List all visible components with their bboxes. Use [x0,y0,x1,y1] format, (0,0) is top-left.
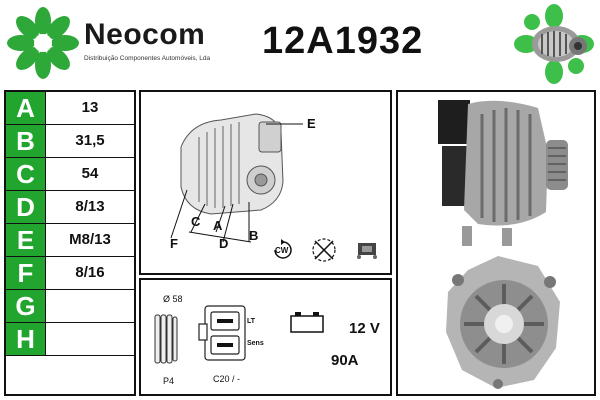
spec-letter: H [6,323,46,355]
spec-letter: B [6,125,46,157]
neocom-logo-icon [7,7,79,79]
connector-icon [198,305,246,361]
part-number: 12A1932 [262,20,424,62]
connector-sens: Sens [247,340,264,347]
brand-subtitle: Distribuição Componentes Automóveis, Lda [84,55,211,62]
spec-letter: C [6,158,46,190]
amperage: 90A [331,352,359,369]
spec-letter: F [6,257,46,289]
pulley-type: P4 [163,376,175,386]
pulley-icon [154,314,178,364]
voltage: 12 V [349,320,380,337]
pulley-diameter: Ø 58 [163,294,183,304]
electrical-details-panel: Ø 58 P4 LT Sens C20 / - 12 V 90A [139,278,392,396]
label-e: E [307,116,316,131]
alternator-outline-drawing [170,113,303,243]
spec-row-f: F 8/16 [6,257,134,290]
spec-row-a: A 13 [6,92,134,125]
connector-code: C20 / - [213,374,241,384]
dimension-diagram-panel: E C A F D B CW [139,90,392,275]
product-photo-panel [396,90,596,396]
spec-row-g: G [6,290,134,323]
spec-value [46,323,134,355]
rotation-cw-icon [274,239,292,259]
spec-letter: E [6,224,46,256]
label-b: B [249,228,259,243]
spec-letter: D [6,191,46,223]
fan-cross-icon [312,238,336,262]
spec-row-h: H [6,323,134,356]
spec-value: M8/13 [69,231,111,248]
battery-icon [290,312,324,333]
spec-row-b: B 31,5 [6,125,134,158]
spec-letter: A [6,92,46,124]
spec-value: 54 [81,165,99,182]
spec-value: 8/13 [75,198,105,215]
spec-row-e: E M8/13 [6,224,134,257]
label-f: F [170,236,178,251]
spec-value [46,290,134,322]
spec-value: 8/16 [75,264,105,281]
alternator-side-photo [438,100,568,246]
alternator-front-photo [446,256,560,389]
connector-lt: LT [247,318,256,325]
label-a: A [213,218,223,233]
rotation-label: CW [275,246,289,255]
spec-value: 13 [81,99,99,116]
label-d: D [219,236,229,251]
spec-value: 31,5 [75,132,105,149]
spec-row-c: C 54 [6,158,134,191]
label-c: C [191,214,201,229]
spec-letter: G [6,290,46,322]
brand-name: Neocom [84,18,206,51]
alternator-thumbnail-icon [514,4,594,84]
regulator-icon [357,243,377,259]
spec-row-d: D 8/13 [6,191,134,224]
spec-table: A 13 B 31,5 C 54 D 8/13 E M8/13 F 8/16 G… [4,90,136,396]
